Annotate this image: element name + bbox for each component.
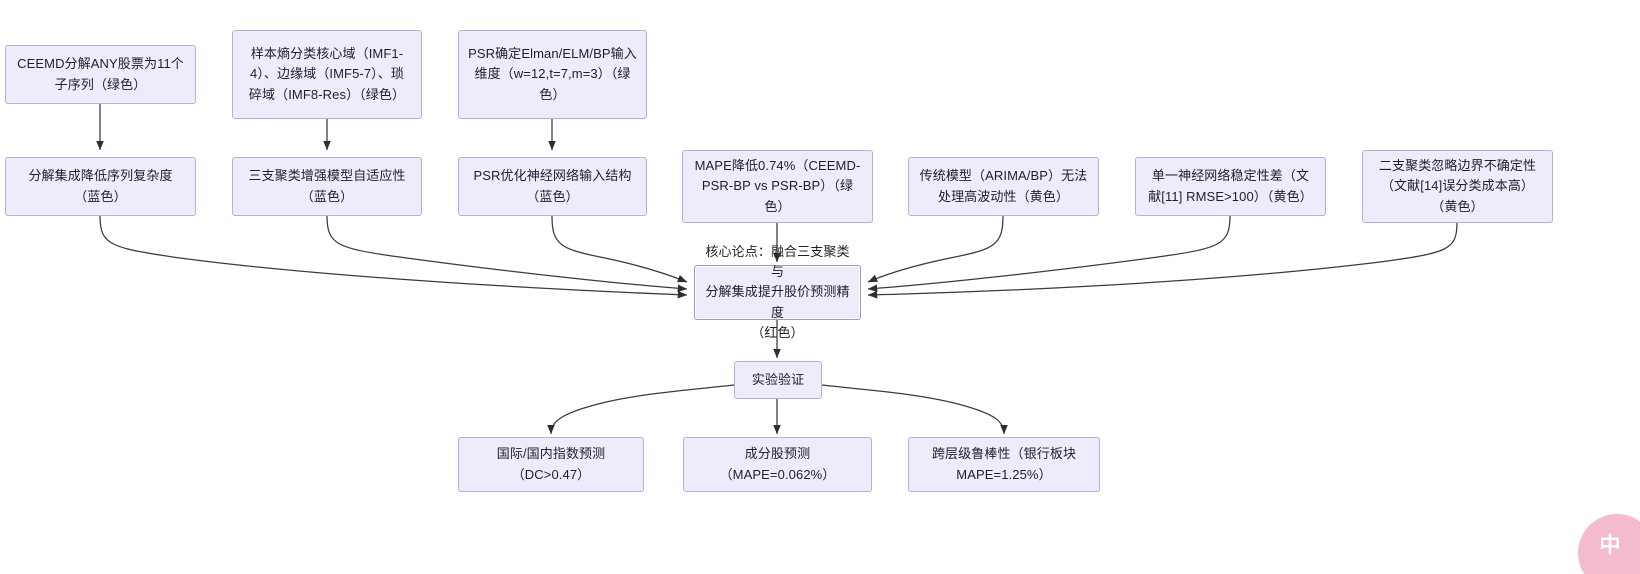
node-ceemd-decomposition[interactable]: CEEMD分解ANY股票为11个 子序列（绿色）	[5, 45, 196, 104]
node-label: 国际/国内指数预测 （DC>0.47）	[496, 446, 606, 482]
edge-m6-core	[867, 215, 1231, 293]
edge-m7-core	[867, 222, 1458, 299]
node-label: PSR优化神经网络输入结构 （蓝色）	[473, 168, 632, 204]
node-label: 跨层级鲁棒性（银行板块 MAPE=1.25%）	[931, 446, 1077, 482]
node-sample-entropy-classification[interactable]: 样本熵分类核心域（IMF1- 4）、边缘域（IMF5-7）、琐 碎域（IMF8-…	[232, 30, 422, 119]
node-cross-level-robustness-result[interactable]: 跨层级鲁棒性（银行板块 MAPE=1.25%）	[908, 437, 1100, 492]
watermark-label: 中	[1599, 533, 1621, 557]
node-label: 成分股预测 （MAPE=0.062%）	[719, 446, 836, 482]
node-label: 样本熵分类核心域（IMF1- 4）、边缘域（IMF5-7）、琐 碎域（IMF8-…	[248, 46, 406, 102]
node-mape-reduction[interactable]: MAPE降低0.74%（CEEMD- PSR-BP vs PSR-BP）（绿 色…	[682, 150, 873, 223]
node-label: 核心论点：融合三支聚类与 分解集成提升股价预测精度 （红色）	[705, 244, 850, 340]
edge-m3-core	[551, 215, 688, 283]
edge-m5-core	[867, 215, 1004, 283]
watermark-logo: 中	[1578, 514, 1640, 574]
node-label: 三支聚类增强模型自适应性 （蓝色）	[248, 168, 406, 204]
node-psr-input-dimension[interactable]: PSR确定Elman/ELM/BP输入 维度（w=12,t=7,m=3）（绿 色…	[458, 30, 647, 119]
node-label: 传统模型（ARIMA/BP）无法 处理高波动性（黄色）	[919, 168, 1088, 204]
node-label: 单一神经网络稳定性差（文 献[11] RMSE>100）（黄色）	[1148, 168, 1313, 204]
node-core-claim[interactable]: 核心论点：融合三支聚类与 分解集成提升股价预测精度 （红色）	[694, 244, 861, 340]
node-label: 分解集成降低序列复杂度 （蓝色）	[28, 168, 173, 204]
edge-valid-r3	[821, 384, 1008, 435]
node-single-network-instability[interactable]: 单一神经网络稳定性差（文 献[11] RMSE>100）（黄色）	[1135, 157, 1326, 216]
node-label: 实验验证	[751, 371, 805, 387]
node-experimental-validation[interactable]: 实验验证	[734, 361, 822, 399]
node-label: CEEMD分解ANY股票为11个 子序列（绿色）	[17, 56, 184, 92]
node-decomposition-reduces-complexity[interactable]: 分解集成降低序列复杂度 （蓝色）	[5, 157, 196, 216]
edge-valid-r1	[547, 384, 735, 435]
node-traditional-model-limitation[interactable]: 传统模型（ARIMA/BP）无法 处理高波动性（黄色）	[908, 157, 1099, 216]
node-label: PSR确定Elman/ELM/BP输入 维度（w=12,t=7,m=3）（绿 色…	[468, 46, 637, 102]
node-psr-optimizes-network-input[interactable]: PSR优化神经网络输入结构 （蓝色）	[458, 157, 647, 216]
node-label: MAPE降低0.74%（CEEMD- PSR-BP vs PSR-BP）（绿 色…	[694, 158, 861, 214]
node-three-way-clustering-adaptivity[interactable]: 三支聚类增强模型自适应性 （蓝色）	[232, 157, 422, 216]
node-two-way-clustering-boundary[interactable]: 二支聚类忽略边界不确定性 （文献[14]误分类成本高） （黄色）	[1362, 150, 1553, 223]
node-label: 二支聚类忽略边界不确定性 （文献[14]误分类成本高） （黄色）	[1378, 158, 1537, 214]
edge-m2-core	[326, 215, 688, 293]
edge-m1-core	[99, 215, 688, 299]
node-constituent-stock-result[interactable]: 成分股预测 （MAPE=0.062%）	[683, 437, 872, 492]
node-index-prediction-result[interactable]: 国际/国内指数预测 （DC>0.47）	[458, 437, 644, 492]
